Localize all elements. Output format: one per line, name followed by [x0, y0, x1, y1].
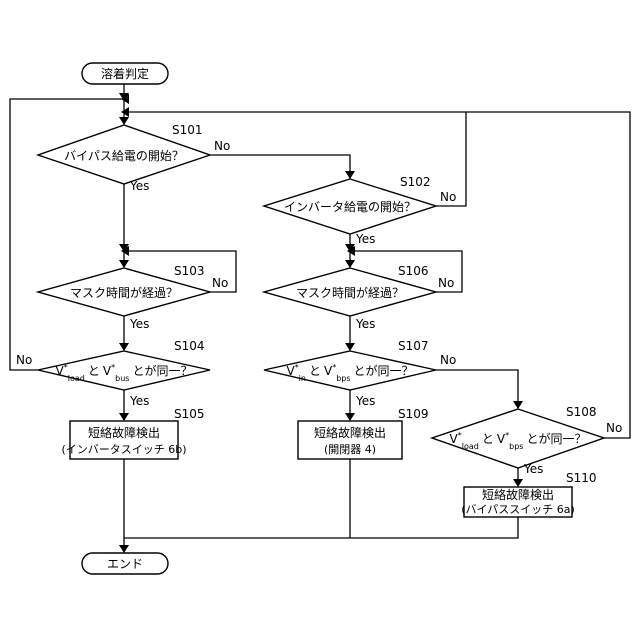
branch-s101-no: No	[214, 139, 230, 153]
process-s109: 短絡故障検出 (開閉器 4)	[298, 421, 402, 459]
process-s110: 短絡故障検出 (バイパススイッチ 6a)	[461, 487, 575, 517]
branch-s108-no: No	[606, 421, 622, 435]
process-s110-line2: (バイパススイッチ 6a)	[461, 503, 575, 516]
step-label-s110: S110	[566, 471, 597, 485]
arrowhead-into-s110	[513, 479, 523, 487]
process-s105-line1: 短絡故障検出	[88, 425, 160, 440]
process-s110-line1: 短絡故障検出	[482, 487, 554, 502]
arrowhead-loop-right-top	[121, 107, 129, 117]
decision-s104: V*loadとV*busとが同一？	[38, 351, 210, 390]
step-label-s103: S103	[174, 264, 205, 278]
arrowhead-into-s107	[345, 343, 355, 351]
decision-s102-label: インバータ給電の開始？	[284, 200, 416, 214]
arrowhead-into-s105	[119, 413, 129, 421]
branch-s102-yes: Yes	[355, 232, 375, 246]
end-terminal: エンド	[82, 553, 168, 574]
edge-s101-no	[210, 155, 350, 178]
branch-s106-yes: Yes	[355, 317, 375, 331]
step-label-s104: S104	[174, 339, 205, 353]
decision-s106-label: マスク時間が経過？	[296, 285, 404, 300]
process-s109-line1: 短絡故障検出	[314, 425, 386, 440]
step-label-s105: S105	[174, 407, 205, 421]
branch-s106-no: No	[438, 276, 454, 290]
branch-s108-yes: Yes	[523, 462, 543, 476]
arrowhead-into-s101	[119, 117, 129, 125]
step-label-s109: S109	[398, 407, 429, 421]
branch-s102-no: No	[440, 190, 456, 204]
start-terminal: 溶着判定	[82, 63, 168, 84]
edge-s108-no	[466, 112, 630, 438]
edge-s107-no	[436, 370, 518, 408]
process-s105-line2: (インバータスイッチ 6b)	[61, 443, 186, 456]
step-label-s107: S107	[398, 339, 429, 353]
arrowhead-into-s106	[345, 260, 355, 268]
arrowhead-into-end	[119, 545, 129, 553]
branch-s107-no: No	[440, 353, 456, 367]
step-label-s108: S108	[566, 405, 597, 419]
process-s109-line2: (開閉器 4)	[324, 443, 376, 456]
step-label-s102: S102	[400, 175, 431, 189]
step-label-s106: S106	[398, 264, 429, 278]
branch-s103-no: No	[212, 276, 228, 290]
branch-s104-no: No	[16, 353, 32, 367]
start-label: 溶着判定	[101, 66, 149, 81]
arrowhead-into-s102	[345, 171, 355, 179]
branch-s104-yes: Yes	[129, 394, 149, 408]
branch-s103-yes: Yes	[129, 317, 149, 331]
decision-s101-label: バイパス給電の開始？	[64, 149, 184, 163]
arrowhead-into-s109	[345, 413, 355, 421]
end-label: エンド	[107, 557, 143, 571]
process-s105: 短絡故障検出 (インバータスイッチ 6b)	[61, 421, 186, 459]
arrowhead-into-s103	[119, 260, 129, 268]
edge-s110-merge	[124, 517, 518, 538]
branch-s101-yes: Yes	[129, 179, 149, 193]
decision-s103-label: マスク時間が経過？	[70, 285, 178, 300]
arrowhead-into-s108	[513, 401, 523, 409]
step-label-s101: S101	[172, 123, 203, 137]
decision-s107: V*inとV*bpsとが同一？	[264, 351, 436, 390]
branch-s107-yes: Yes	[355, 394, 375, 408]
arrowhead-into-s104	[119, 343, 129, 351]
